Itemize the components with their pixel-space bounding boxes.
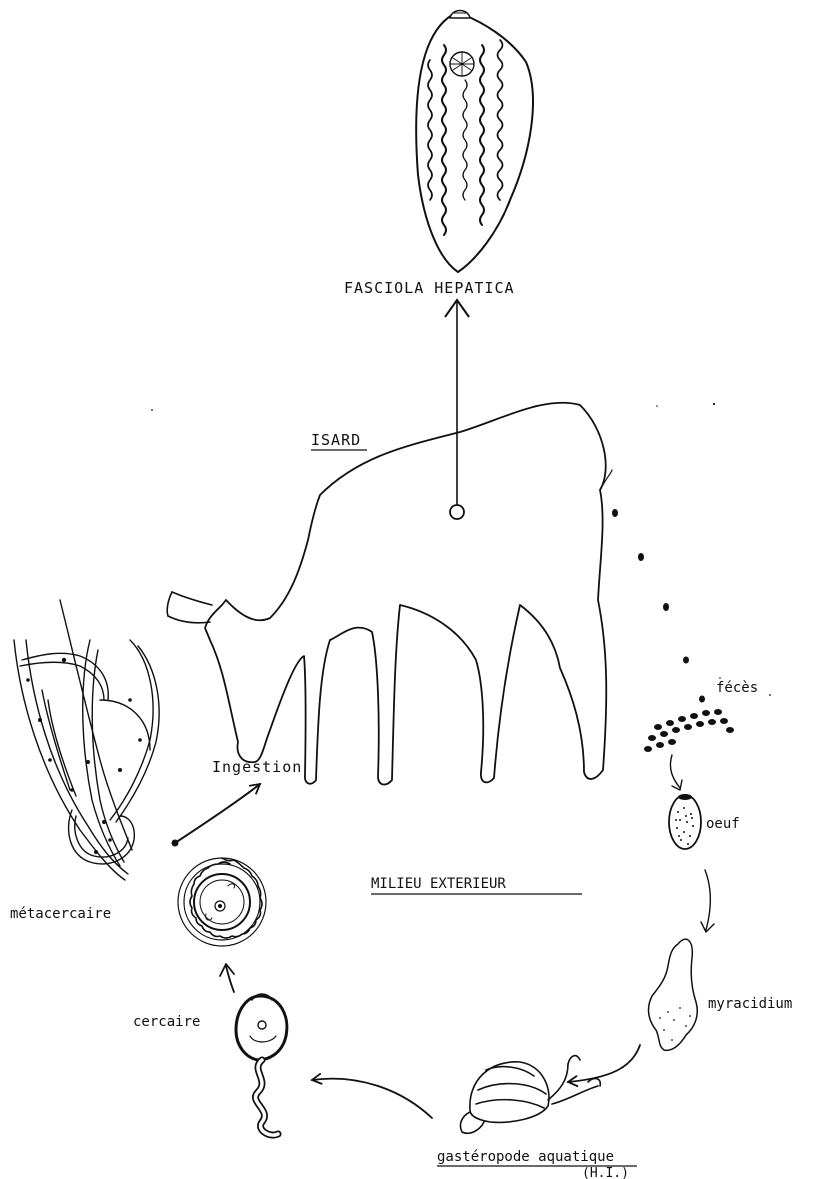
milieu-exterieur-label: MILIEU EXTERIEUR bbox=[371, 876, 506, 892]
gasteropode-drawing bbox=[460, 1056, 600, 1134]
intermediate-host-label: (H.I.) bbox=[582, 1166, 629, 1179]
arrow-myracidium-to-gasteropode bbox=[568, 1045, 640, 1082]
gasteropode-label: gastéropode aquatique bbox=[437, 1149, 614, 1165]
arrow-gasteropode-to-cercaire bbox=[312, 1079, 432, 1118]
myracidium-label: myracidium bbox=[708, 996, 792, 1012]
fasciola-hepatica-drawing bbox=[416, 11, 533, 273]
feces-droppings bbox=[612, 509, 734, 752]
metacercaire-drawing bbox=[178, 858, 266, 946]
isard-drawing bbox=[167, 403, 612, 785]
oeuf-label: oeuf bbox=[706, 816, 740, 832]
myracidium-drawing bbox=[649, 939, 698, 1050]
stray-marks bbox=[151, 403, 771, 696]
arrow-to-ingestion bbox=[175, 784, 260, 843]
cercaire-label: cercaire bbox=[133, 1014, 200, 1030]
ingestion-label: Ingestion bbox=[212, 758, 302, 776]
arrow-feces-to-oeuf bbox=[670, 755, 680, 788]
arrow-to-ingestion-start bbox=[172, 840, 179, 847]
isard-label: ISARD bbox=[311, 431, 361, 449]
metacercaire-label: métacercaire bbox=[10, 906, 111, 922]
grass-drawing bbox=[14, 600, 159, 880]
oeuf-drawing bbox=[669, 794, 701, 849]
arrow-oeuf-to-myracidium bbox=[705, 870, 710, 930]
cercaire-drawing bbox=[236, 994, 287, 1135]
fasciola-hepatica-label: FASCIOLA HEPATICA bbox=[344, 279, 515, 297]
feces-label: fécès bbox=[716, 680, 758, 696]
arrow-to-fasciola bbox=[445, 300, 469, 519]
